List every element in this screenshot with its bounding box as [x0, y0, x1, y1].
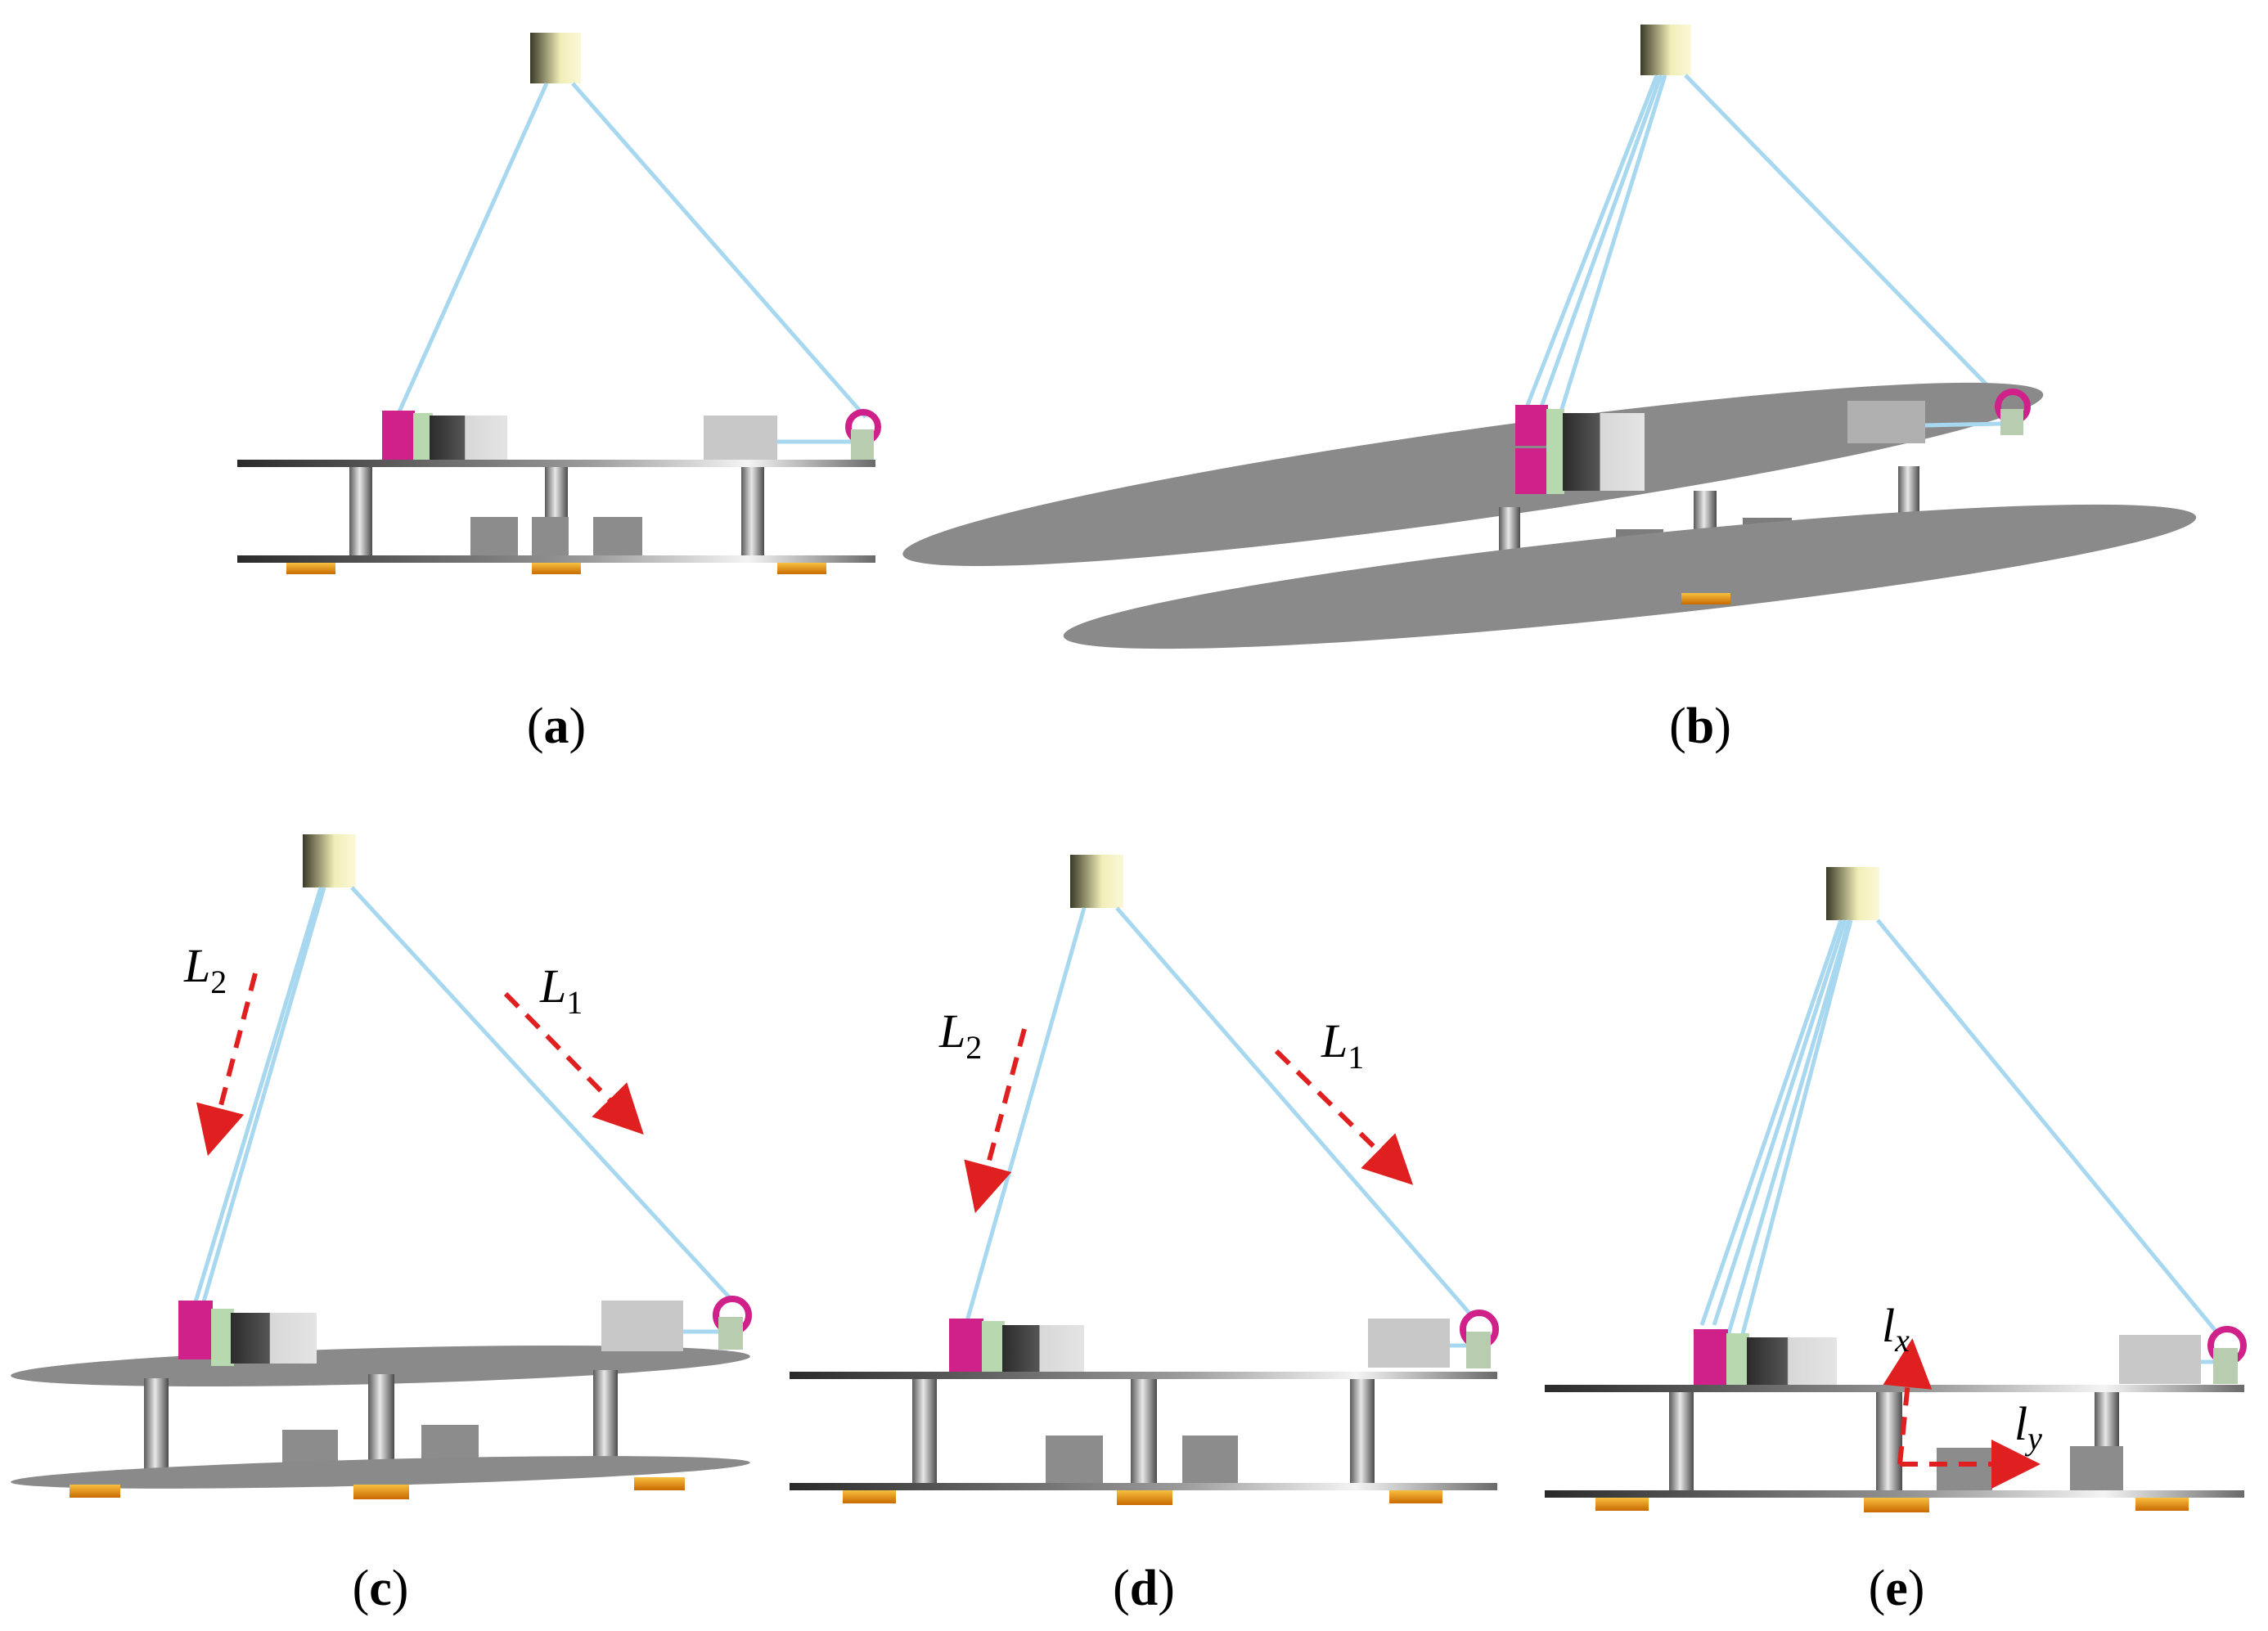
box: [593, 517, 642, 558]
cable-left: [190, 887, 323, 1314]
l2-label: L2: [938, 1004, 982, 1066]
winch-assembly: [1694, 1329, 1837, 1385]
lower-plate: [1545, 1490, 2244, 1498]
post: [1131, 1379, 1157, 1484]
panel-e: lx ly (e): [1545, 867, 2247, 1616]
post: [593, 1370, 618, 1468]
cable-left: [1712, 919, 1847, 1326]
cable-left: [198, 887, 326, 1314]
box: [1847, 401, 1925, 443]
anchor-block: [1640, 25, 1691, 75]
foot: [286, 563, 335, 574]
panel-caption: (c): [353, 1561, 409, 1616]
lower-plate: [790, 1483, 1497, 1490]
cable-right: [1115, 906, 1474, 1319]
foot: [843, 1490, 896, 1503]
cable-left: [1736, 919, 1853, 1350]
panel-d: L2 L1 (d): [790, 855, 1499, 1616]
foot: [1864, 1498, 1929, 1512]
box: [1937, 1448, 1992, 1490]
cable-left: [1548, 74, 1667, 447]
winch-assembly: [949, 1319, 1084, 1372]
box: [470, 517, 518, 558]
post: [1669, 1392, 1694, 1490]
winch-assembly: [1515, 446, 1645, 494]
box: [1368, 1319, 1450, 1368]
foot: [1389, 1490, 1442, 1503]
foot: [532, 563, 581, 574]
winch-assembly: [178, 1301, 317, 1366]
pulley: [845, 409, 881, 460]
foot: [777, 563, 826, 574]
panel-caption: (b): [1669, 699, 1731, 754]
cable-left: [1521, 74, 1659, 416]
anchor-block: [1070, 855, 1123, 908]
cable-left: [965, 907, 1087, 1322]
pulley: [2207, 1326, 2247, 1384]
pulley: [1995, 389, 2031, 435]
lower-plate: [11, 1456, 750, 1489]
anchor-block: [1826, 867, 1879, 920]
cable-left: [1724, 919, 1852, 1342]
box: [2119, 1335, 2201, 1384]
post: [1876, 1392, 1902, 1490]
l2-label: L2: [183, 939, 227, 1000]
cable-right: [350, 886, 734, 1302]
foot: [1117, 1490, 1172, 1505]
anchor-block: [303, 834, 356, 887]
foot: [1681, 593, 1730, 604]
box: [532, 517, 569, 558]
winch-assembly: [1515, 405, 1645, 450]
panel-a: (a): [237, 33, 881, 754]
cable-left: [394, 82, 549, 419]
l1-arrow: [503, 991, 644, 1135]
lower-plate: [237, 555, 875, 563]
l2-arrow: [964, 1028, 1027, 1214]
cable-left: [1536, 74, 1663, 416]
ly-label: ly: [2014, 1397, 2042, 1457]
cable-return: [1924, 421, 2001, 428]
anchor-block: [530, 33, 581, 83]
post: [741, 467, 764, 557]
panel-c: L2 L1 (c): [11, 834, 752, 1616]
foot: [1595, 1498, 1649, 1511]
box: [2070, 1446, 2123, 1490]
box: [1046, 1436, 1103, 1483]
cable-left: [1699, 919, 1843, 1326]
box: [1182, 1436, 1238, 1483]
upper-plate: [1545, 1385, 2244, 1392]
foot: [634, 1477, 685, 1490]
lower-plate: [1063, 504, 2197, 649]
foot: [353, 1485, 409, 1499]
box: [601, 1301, 683, 1351]
panel-caption: (d): [1113, 1561, 1175, 1616]
box: [704, 416, 777, 460]
post: [349, 467, 372, 557]
cable-right: [1684, 74, 2010, 409]
l1-label: L1: [1321, 1014, 1364, 1076]
post: [912, 1379, 937, 1484]
winch-assembly: [382, 411, 507, 460]
panel-caption: (a): [527, 699, 586, 754]
lx-arrow: [1883, 1338, 1933, 1465]
upper-plate: [790, 1372, 1497, 1379]
foot: [70, 1485, 120, 1498]
cable-right: [571, 82, 867, 419]
upper-plate: [902, 382, 2044, 567]
l1-label: L1: [539, 959, 583, 1021]
lx-label: lx: [1882, 1299, 1910, 1359]
upper-plate: [237, 460, 875, 467]
panel-b: (b): [902, 25, 2197, 754]
post: [1350, 1379, 1375, 1484]
panel-caption: (e): [1869, 1561, 1925, 1616]
post: [144, 1378, 169, 1472]
pulley: [713, 1296, 752, 1350]
foot: [2135, 1498, 2189, 1511]
cable-right: [1876, 919, 2221, 1337]
pulley: [1460, 1310, 1499, 1368]
